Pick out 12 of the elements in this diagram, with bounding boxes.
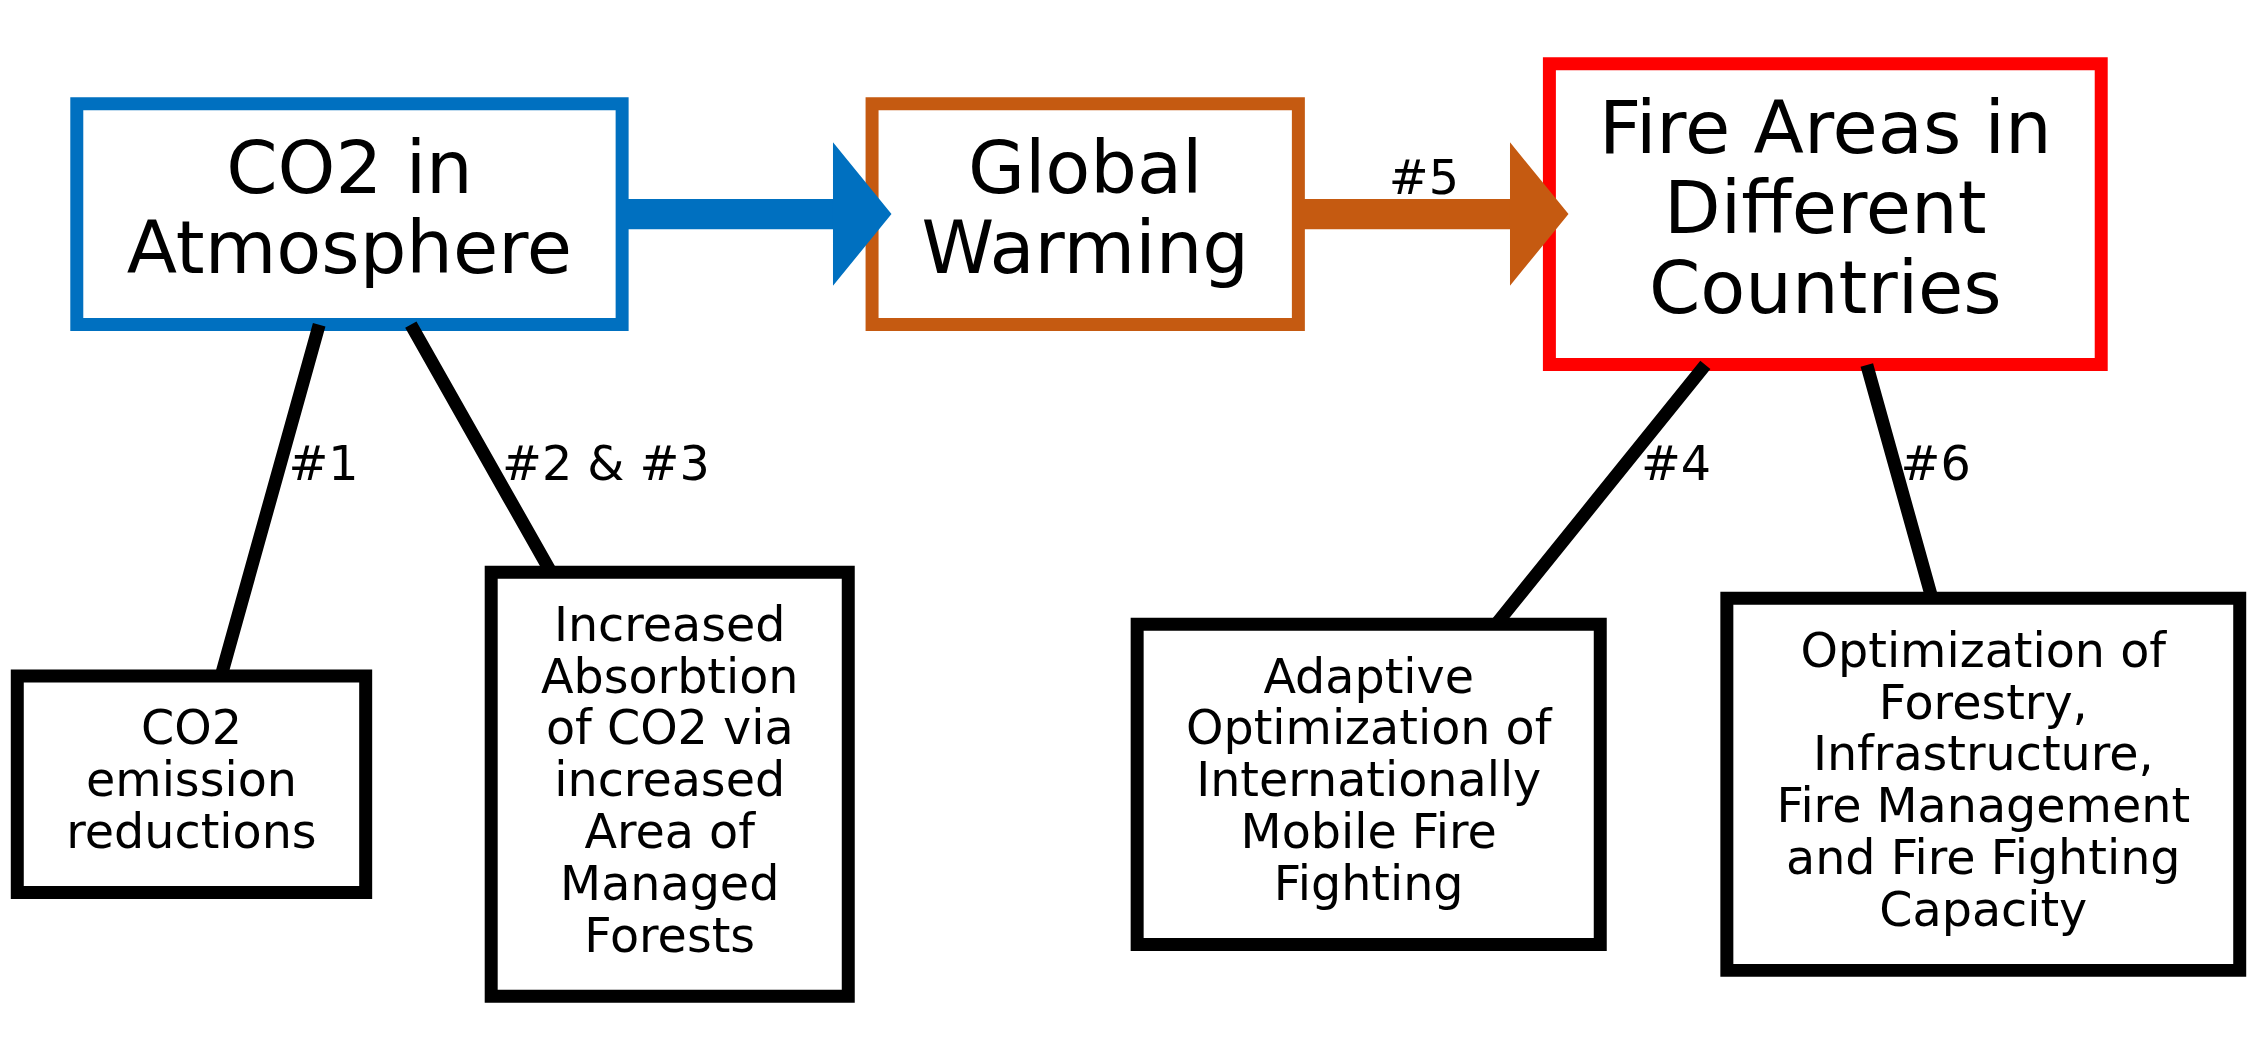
- node-box: CO2 in Atmosphere: [70, 96, 629, 331]
- edge-label: #1: [288, 435, 359, 491]
- edge-label: #6: [1900, 435, 1971, 491]
- node-box: Global Warming: [865, 96, 1305, 331]
- edge-label: #2 & #3: [502, 435, 710, 491]
- node-box: CO2 emission reductions: [10, 669, 373, 899]
- node-box: Adaptive Optimization of Internationally Mobile Fire Fighting: [1130, 617, 1607, 951]
- node-box: Fire Areas in Different Countries: [1542, 56, 2108, 371]
- edge-label: #5: [1388, 149, 1459, 205]
- node-box: Increased Absorbtion of CO2 via increased Area of Managed Forests: [484, 565, 855, 1003]
- edge-label: #4: [1640, 435, 1712, 491]
- node-box: Optimization of Forestry, Infrastructure, Fire Management and Fire Fighting Capacity: [1720, 591, 2247, 977]
